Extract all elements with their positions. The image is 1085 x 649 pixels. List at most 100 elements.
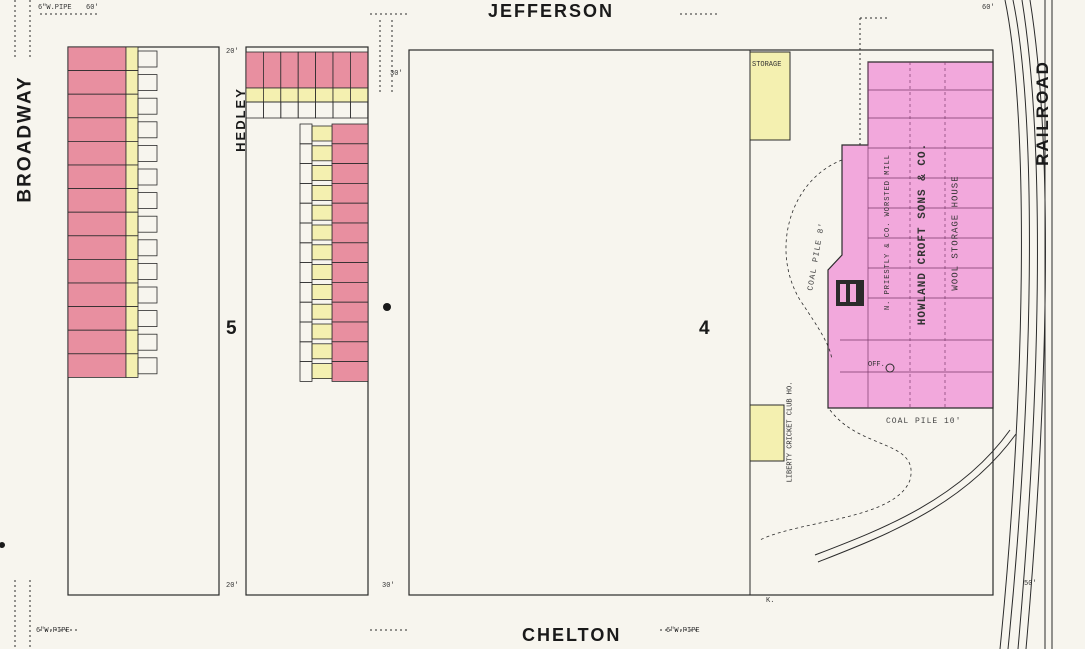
row-house (245, 51, 264, 89)
water-pipes (14, 0, 890, 649)
row-house (315, 51, 334, 89)
row-house (331, 281, 369, 303)
row-house-yard (137, 310, 158, 328)
row-house (331, 262, 369, 283)
row-house-rear (125, 258, 139, 284)
row-house (67, 258, 127, 284)
row-house-yard (137, 168, 158, 186)
row-house (331, 361, 369, 382)
row-house-rear (125, 329, 139, 355)
row-house-yard (349, 101, 369, 119)
mill-interior-lines (840, 62, 993, 408)
row-house-yard (299, 281, 313, 303)
row-house-yard (137, 333, 158, 351)
row-house-rear (332, 87, 351, 103)
row-house-yard (137, 215, 158, 233)
row-house-rear (311, 264, 333, 281)
mill-complex (827, 61, 994, 409)
row-house-yard (299, 202, 313, 224)
row-house-rear (245, 87, 264, 103)
row-house-rear (125, 117, 139, 142)
row-house-yard (262, 101, 282, 119)
block-number-4: 4 (699, 318, 710, 339)
row-house-yard (137, 50, 158, 68)
row-house (331, 242, 369, 264)
row-house-rear (311, 224, 333, 241)
row-house (331, 341, 369, 362)
office-label: OFF. (868, 361, 885, 369)
row-house-rear (125, 353, 139, 378)
dim-60-a: 60' (86, 4, 99, 12)
row-house-yard (299, 163, 313, 184)
row-house-yard (299, 222, 313, 244)
row-house-yard (299, 123, 313, 145)
hydrant-icon (383, 303, 391, 311)
dim-50: 50' (1024, 580, 1037, 588)
row-house (280, 51, 299, 89)
row-house (331, 202, 369, 224)
row-house-rear (125, 211, 139, 237)
row-house (67, 188, 127, 213)
railroad-tracks (999, 0, 1053, 649)
chimney-icon (885, 363, 895, 373)
row-house-rear (262, 87, 282, 103)
row-house-rear (125, 46, 139, 72)
row-house (67, 353, 127, 378)
row-house (331, 123, 369, 145)
dim-30-a: 30' (390, 70, 403, 78)
street-railroad: RAILROAD (1032, 60, 1052, 166)
hedley-right-row-houses (299, 123, 369, 382)
row-house-yard (137, 192, 158, 210)
row-house-rear (315, 87, 334, 103)
row-house (297, 51, 317, 89)
row-house-yard (299, 242, 313, 264)
mill-label: N. PRIESTLY & CO. WORSTED MILL (884, 153, 893, 311)
dim-20-a: 20' (226, 48, 239, 56)
row-house-yard (137, 97, 158, 115)
row-house-rear (349, 87, 369, 103)
row-house (67, 164, 127, 190)
row-house-rear (125, 164, 139, 190)
row-house (332, 51, 351, 89)
row-house (262, 51, 282, 89)
row-house-rear (125, 140, 139, 166)
row-house-yard (137, 262, 158, 280)
row-house-rear (311, 303, 333, 320)
row-house-rear (311, 125, 333, 142)
row-house-rear (311, 363, 333, 380)
row-house-rear (311, 145, 333, 162)
row-house-rear (125, 93, 139, 119)
row-house-rear (297, 87, 317, 103)
row-house (67, 235, 127, 260)
row-house (67, 117, 127, 142)
row-house-rear (311, 204, 333, 221)
railroad-spur (814, 429, 1011, 556)
row-house-yard (299, 262, 313, 283)
row-house (331, 182, 369, 204)
row-house-yard (137, 357, 158, 375)
row-house-rear (311, 283, 333, 300)
row-house-yard (280, 101, 299, 119)
street-broadway: BROADWAY (14, 75, 36, 203)
hydrant-icon-left (0, 542, 5, 548)
row-house (67, 140, 127, 166)
dim-20-b: 20' (226, 582, 239, 590)
row-house (67, 329, 127, 355)
row-house-rear (280, 87, 299, 103)
row-house (67, 211, 127, 237)
coal-pile-outline-2 (759, 409, 912, 541)
row-house (331, 321, 369, 343)
row-house-rear (311, 184, 333, 201)
pipe-label-bottom-left: 6"W.PIPE (36, 627, 70, 635)
row-house-yard (137, 286, 158, 304)
row-house-rear (125, 306, 139, 331)
row-house (67, 282, 127, 308)
row-house-yard (245, 101, 264, 119)
row-house (67, 46, 127, 72)
row-house-rear (125, 235, 139, 260)
row-house-yard (299, 143, 313, 165)
coal-pile-outline-1 (785, 159, 843, 361)
row-house-yard (137, 121, 158, 139)
row-house (67, 306, 127, 331)
